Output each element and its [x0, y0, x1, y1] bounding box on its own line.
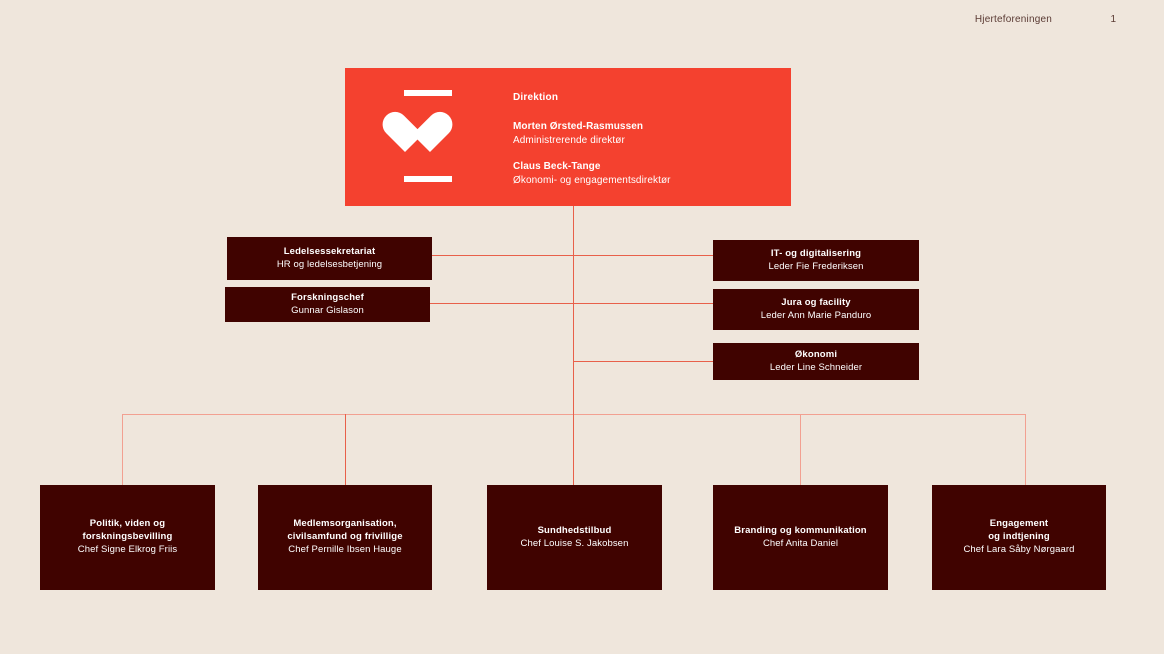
connector-drop-dept-1: [122, 414, 123, 485]
department-5-title-line2: og indtjening: [988, 531, 1050, 543]
staff-right-2-subtitle: Leder Ann Marie Panduro: [760, 309, 872, 321]
executive-person-2-title: Økonomi- og engagementsdirektør: [513, 174, 671, 186]
executive-person-1-title: Administrerende direktør: [513, 134, 625, 146]
staff-box-ledelsessekretariat[interactable]: Ledelsessekretariat HR og ledelsesbetjen…: [227, 237, 432, 280]
staff-left-2-title: Forskningschef: [291, 291, 364, 303]
executive-box[interactable]: Direktion Morten Ørsted-Rasmussen Admini…: [345, 68, 791, 206]
department-2-title-line1: Medlemsorganisation,: [293, 518, 397, 530]
department-box-branding-og-kommunikation[interactable]: Branding og kommunikation Chef Anita Dan…: [713, 485, 888, 590]
department-box-politik-viden-og-forskningsbevilling[interactable]: Politik, viden og forskningsbevilling Ch…: [40, 485, 215, 590]
connector-drop-dept-4: [800, 414, 801, 485]
staff-left-1-subtitle: HR og ledelsesbetjening: [276, 258, 383, 270]
department-3-subtitle: Chef Louise S. Jakobsen: [520, 537, 629, 549]
executive-person-2: Claus Beck-Tange Økonomi- og engagements…: [513, 160, 671, 187]
department-4-title-line1: Branding og kommunikation: [734, 524, 867, 536]
department-3-title-line1: Sundhedstilbud: [537, 524, 612, 536]
department-1-subtitle: Chef Signe Elkrog Friis: [77, 543, 178, 555]
department-1-title-line2: forskningsbevilling: [82, 531, 173, 543]
executive-person-2-name: Claus Beck-Tange: [513, 161, 601, 172]
executive-text-block: Direktion Morten Ørsted-Rasmussen Admini…: [513, 92, 671, 187]
logo-bar-top: [404, 90, 452, 96]
department-1-title-line1: Politik, viden og: [89, 518, 166, 530]
department-box-sundhedstilbud[interactable]: Sundhedstilbud Chef Louise S. Jakobsen: [487, 485, 662, 590]
department-4-subtitle: Chef Anita Daniel: [762, 537, 839, 549]
department-box-medlemsorganisation-civilsamfund-og-frivillige[interactable]: Medlemsorganisation, civilsamfund og fri…: [258, 485, 432, 590]
staff-box-jura-og-facility[interactable]: Jura og facility Leder Ann Marie Panduro: [713, 289, 919, 330]
page-number: 1: [1110, 14, 1116, 25]
staff-box-it-og-digitalisering[interactable]: IT- og digitalisering Leder Fie Frederik…: [713, 240, 919, 281]
connector-trunk-vertical: [573, 206, 574, 415]
connector-branch-row2: [430, 303, 713, 304]
heart-logo-icon: [404, 90, 452, 182]
staff-box-okonomi[interactable]: Økonomi Leder Line Schneider: [713, 343, 919, 380]
staff-right-3-title: Økonomi: [794, 348, 838, 360]
staff-right-1-subtitle: Leder Fie Frederiksen: [768, 260, 864, 272]
executive-person-1: Morten Ørsted-Rasmussen Administrerende …: [513, 120, 671, 147]
page-header: Hjerteforeningen 1: [975, 14, 1116, 25]
staff-right-3-subtitle: Leder Line Schneider: [769, 361, 863, 373]
department-5-subtitle: Chef Lara Såby Nørgaard: [963, 543, 1075, 555]
connector-drop-dept-3: [573, 414, 574, 485]
heart-shape-icon: [404, 113, 452, 159]
staff-right-1-title: IT- og digitalisering: [770, 247, 862, 259]
brand-name: Hjerteforeningen: [974, 14, 1052, 25]
department-2-title-line2: civilsamfund og frivillige: [287, 531, 403, 543]
connector-drop-dept-5: [1025, 414, 1026, 485]
staff-left-1-title: Ledelsessekretariat: [283, 245, 376, 257]
connector-branch-row3: [573, 361, 713, 362]
department-box-engagement-og-indtjening[interactable]: Engagement og indtjening Chef Lara Såby …: [932, 485, 1106, 590]
staff-right-2-title: Jura og facility: [781, 296, 851, 308]
executive-person-1-name: Morten Ørsted-Rasmussen: [513, 121, 644, 132]
department-5-title-line1: Engagement: [989, 518, 1049, 530]
logo-bar-bottom: [404, 176, 452, 182]
staff-left-2-subtitle: Gunnar Gislason: [291, 304, 364, 316]
staff-box-forskningschef[interactable]: Forskningschef Gunnar Gislason: [225, 287, 430, 322]
department-2-subtitle: Chef Pernille Ibsen Hauge: [288, 543, 402, 555]
executive-department-label: Direktion: [513, 92, 559, 103]
connector-branch-row1: [432, 255, 713, 256]
connector-drop-dept-2: [345, 414, 346, 485]
